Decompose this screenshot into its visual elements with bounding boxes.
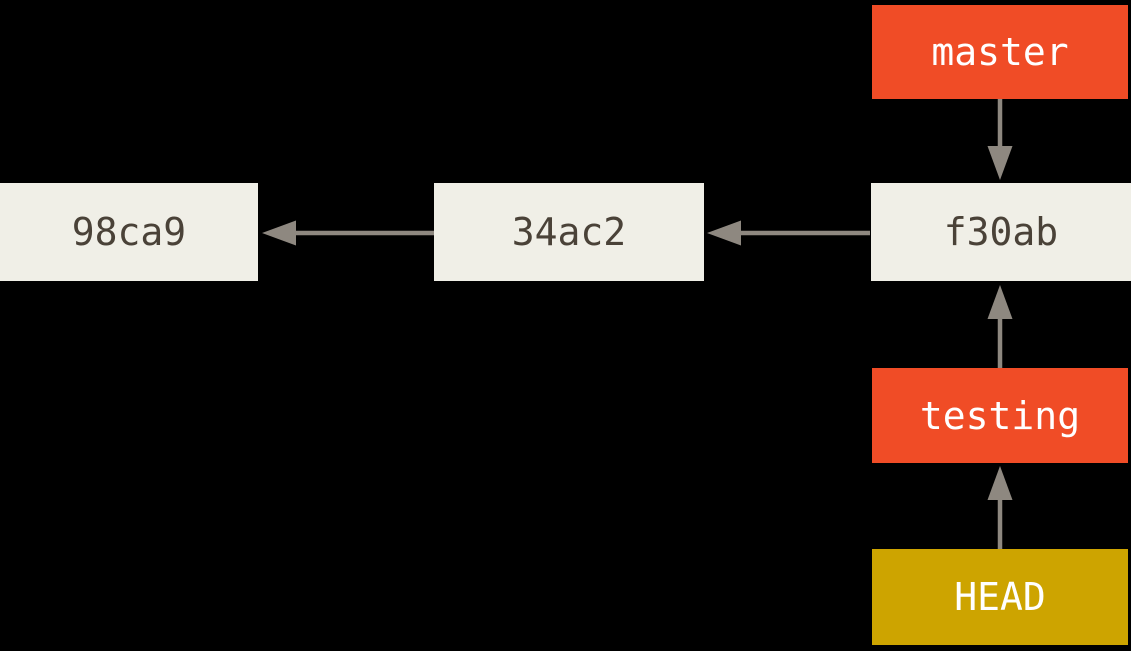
commit-node-98ca9: 98ca9 bbox=[0, 183, 258, 281]
commit-id: 98ca9 bbox=[71, 210, 187, 254]
arrow-head-to-testing bbox=[987, 466, 1013, 549]
head-pointer-label: HEAD bbox=[872, 549, 1128, 645]
branch-name: master bbox=[931, 30, 1069, 74]
arrow-f30ab-to-34ac2 bbox=[707, 220, 870, 246]
commit-id: f30ab bbox=[943, 210, 1059, 254]
commit-node-f30ab: f30ab bbox=[871, 183, 1131, 281]
head-name: HEAD bbox=[954, 575, 1046, 619]
arrow-testing-to-f30ab bbox=[987, 285, 1013, 368]
branch-name: testing bbox=[919, 393, 1081, 438]
branch-label-master: master bbox=[872, 5, 1128, 99]
commit-id: 34ac2 bbox=[511, 210, 627, 254]
arrow-master-to-f30ab bbox=[987, 99, 1013, 180]
arrow-34ac2-to-98ca9 bbox=[262, 220, 434, 246]
branch-label-testing: testing bbox=[872, 368, 1128, 463]
commit-node-34ac2: 34ac2 bbox=[434, 183, 704, 281]
